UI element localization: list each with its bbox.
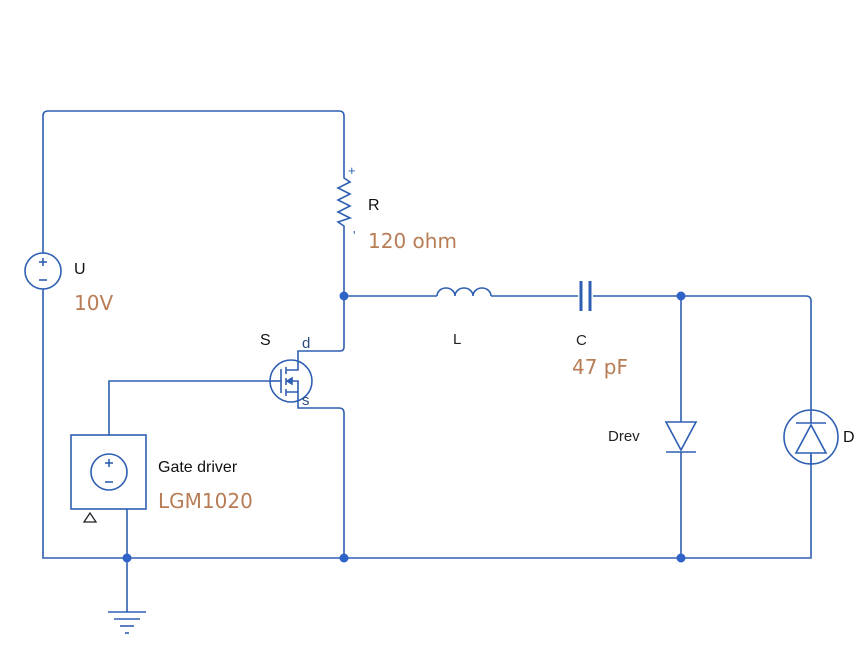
diode-led-label: D [843, 429, 855, 446]
junction-node [676, 553, 686, 563]
resistor-minus-mark: ' [353, 228, 355, 243]
junction-node [339, 553, 349, 563]
diode-icon[interactable] [664, 421, 698, 453]
mosfet-icon[interactable] [269, 359, 313, 403]
gate-driver-block[interactable] [70, 434, 147, 523]
resistor-plus-mark: + [348, 163, 356, 178]
voltage-source-icon[interactable] [24, 252, 62, 290]
ground-icon [108, 611, 146, 634]
source-label: U [74, 261, 86, 278]
diode-rev-label: Drev [608, 428, 640, 445]
wire-source-pin-bottom [297, 398, 345, 558]
wire-node-drain [297, 296, 345, 362]
led-icon[interactable] [783, 409, 839, 465]
inductor-icon[interactable] [436, 287, 492, 297]
switch-label: S [260, 332, 271, 349]
wire-gate [108, 380, 270, 435]
source-value: 10V [74, 291, 113, 315]
resistor-icon[interactable] [336, 168, 353, 229]
inductor-label: L [453, 331, 461, 348]
junction-nodes [122, 291, 686, 563]
capacitor-label: C [576, 332, 587, 349]
wire-capacitor-right [593, 295, 812, 409]
resistor-label: R [368, 197, 380, 214]
switch-drain-pin: d [302, 335, 310, 352]
gate-driver-value: LGM1020 [158, 489, 253, 513]
capacitor-icon[interactable] [579, 281, 592, 311]
switch-source-pin: s [302, 392, 310, 409]
wire-source-bottom [42, 289, 812, 559]
capacitor-value: 47 pF [572, 355, 628, 379]
junction-node [122, 553, 132, 563]
wires [42, 110, 812, 612]
resistor-value: 120 ohm [368, 229, 457, 253]
junction-node [339, 291, 349, 301]
gate-driver-label: Gate driver [158, 459, 238, 476]
junction-node [676, 291, 686, 301]
wire-source-top [42, 110, 345, 253]
